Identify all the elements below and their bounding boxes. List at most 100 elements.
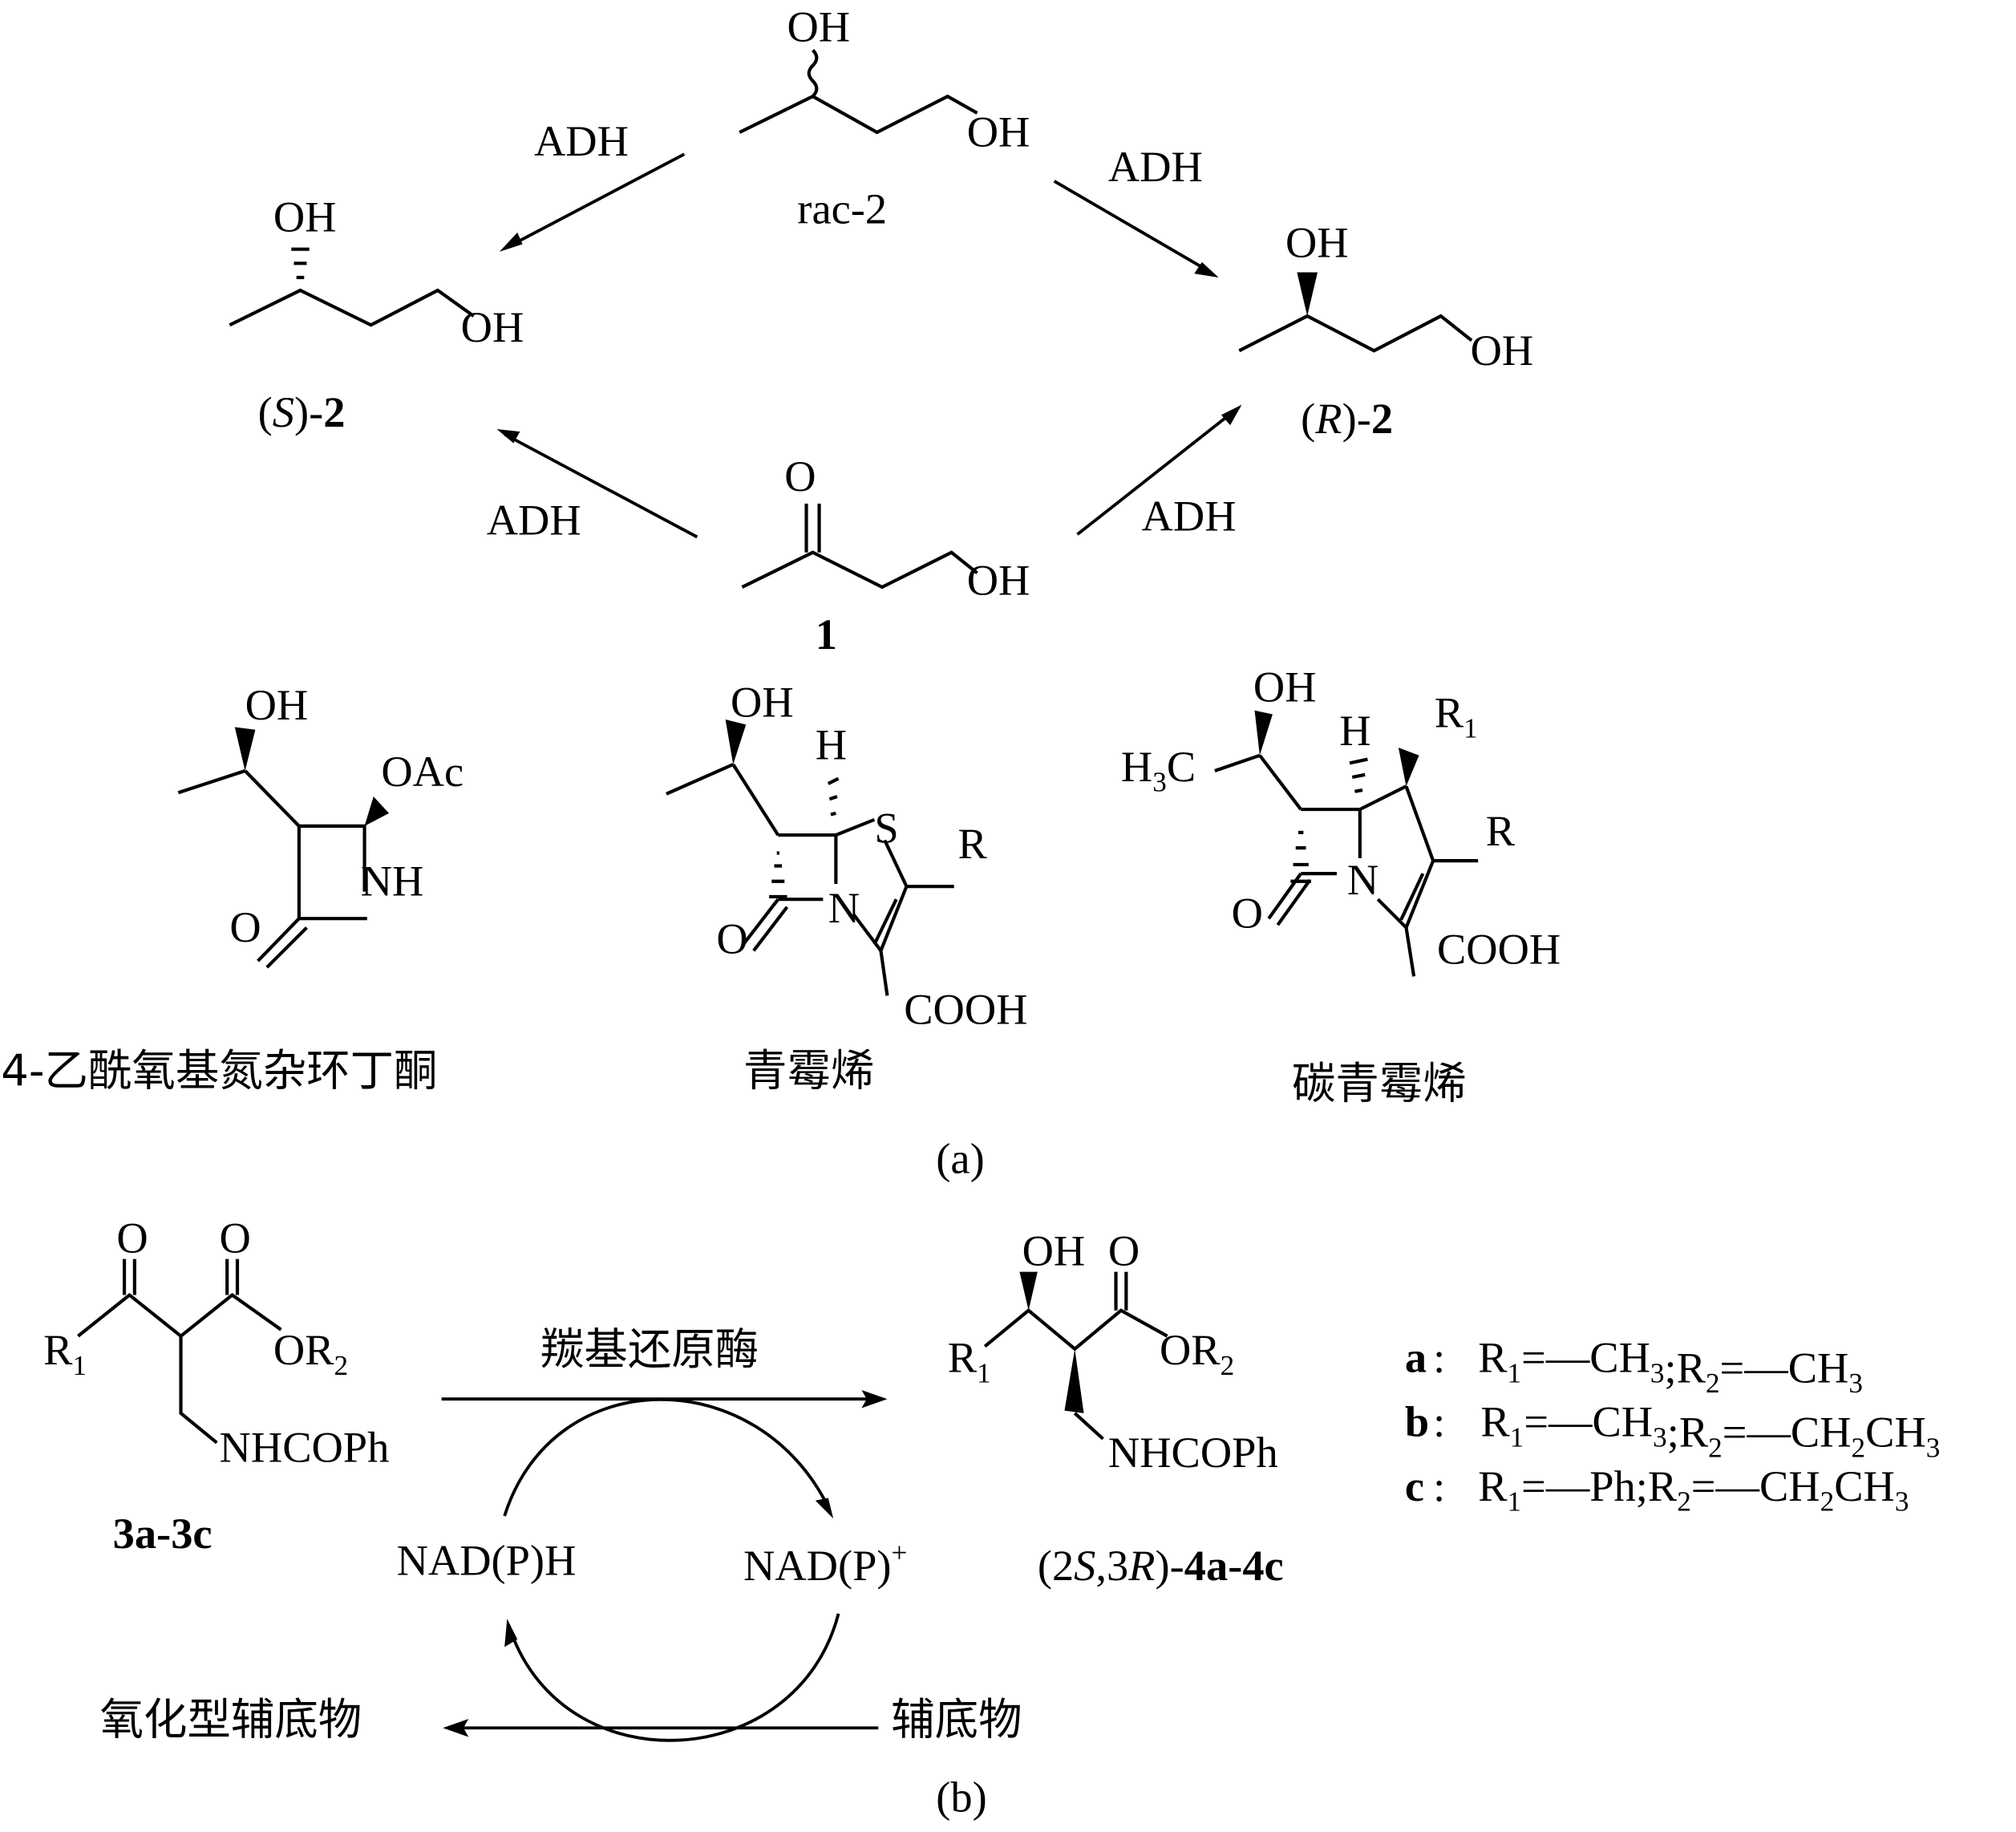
solid-wedge [364,796,389,826]
compound-label: 1 [816,610,837,659]
bond-chain [983,1308,1168,1352]
arrowhead [504,1619,518,1648]
variant-key: b [1405,1397,1429,1446]
solid-wedge [1398,748,1419,787]
molecule-penem: OH H S R N O COOH 青霉烯 [666,678,1028,1096]
hashed-wedge [291,247,310,280]
compound-name: 4-乙酰氧基氮杂环丁酮 [1,1044,437,1096]
bond-chain [739,94,978,135]
bond-chain [741,550,978,590]
compound-label: rac-2 [797,184,887,233]
arrow-1-to-s2: ADH [487,428,698,544]
solid-wedge [725,719,747,765]
hashed-wedge [827,776,840,817]
atom-label: O [116,1214,148,1263]
atom-label: R1 [948,1333,991,1389]
atom-label: H [1339,706,1370,755]
atom-label: H3C [1121,742,1196,798]
solid-wedge [1064,1348,1084,1413]
compound-name: 碳青霉烯 [1292,1057,1467,1109]
atom-label: O [784,452,816,501]
variant-colon: : [1433,1461,1445,1510]
variant-formula: R1=—CH3;R2=—CH3 [1478,1333,1863,1400]
arrow-1-to-r2: ADH [1076,404,1242,540]
panel-a: OH OH rac-2 OH OH (S)-2 OH OH (R)-2 [1,2,1561,1182]
atom-label: R1 [43,1325,87,1381]
variant-formula: R1=—Ph;R2=—CH2CH3 [1478,1461,1909,1518]
molecule-1: O OH 1 [741,452,1030,659]
molecule-azetidinone: OH OAc NH O 4-乙酰氧基氮杂环丁酮 [1,680,464,1096]
ring-bond [297,825,367,921]
ring-bond [298,824,366,892]
atom-label: OH [461,302,524,351]
atom-label: R [958,819,988,868]
atom-label: OH [273,192,337,241]
atom-label: O [1232,888,1263,937]
molecule-rac-2: OH OH rac-2 [739,2,1030,233]
atom-label: OH [1471,326,1534,375]
atom-label: S [874,804,898,853]
solid-wedge [1254,710,1273,756]
arrowhead [815,1498,834,1519]
cosubstrate-label: 辅底物 [891,1693,1022,1745]
atom-label: NHCOPh [220,1423,390,1472]
arrow-carbonyl-reductase: 羰基还原酶 [441,1323,888,1408]
enzyme-label: 羰基还原酶 [540,1323,759,1375]
atom-label: OH [1285,217,1349,266]
arrow-cosubstrate: 氧化型辅底物 辅底物 [100,1693,1022,1745]
solid-wedge [1019,1271,1038,1311]
variant-b: b : R1=—CH3;R2=—CH2CH3 [1405,1397,1940,1464]
atom-label: NH [361,856,424,905]
variant-legend: a : R1=—CH3;R2=—CH3 b : R1=—CH3;R2=—CH2C… [1405,1333,1940,1518]
atom-label: OH [245,680,309,729]
solid-wedge [234,727,256,772]
atom-label: N [1347,855,1378,904]
compound-label: (2S,3R)-4a-4c [1038,1541,1284,1590]
cofactor-reduced: NAD(P)H [397,1536,577,1585]
atom-label: O [229,902,261,951]
atom-label: OR2 [273,1325,348,1381]
cofactor-oxidized: NAD(P)+ [743,1538,907,1590]
variant-key: c [1405,1461,1424,1510]
atom-label: O [716,914,747,963]
enzyme-label: ADH [1108,142,1203,191]
atom-label: R1 [1435,688,1478,744]
oxidized-cosubstrate-label: 氧化型辅底物 [100,1693,362,1745]
arc-bottom [509,1613,840,1742]
compound-label: (R)-2 [1301,394,1393,443]
enzyme-label: ADH [1142,491,1237,540]
arrow-rac2-to-s2: ADH [499,116,686,252]
molecule-s-2: OH OH (S)-2 [229,192,524,436]
molecule-r-2: OH OH (R)-2 [1238,217,1534,443]
variant-formula: R1=—CH3;R2=—CH2CH3 [1480,1397,1940,1464]
hashed-wedge [1349,757,1368,793]
atom-label: N [828,883,860,932]
atom-label: NHCOPh [1108,1428,1278,1477]
atom-label: COOH [1437,924,1561,973]
arc-top [503,1397,832,1517]
bond-chain [1238,314,1473,353]
atom-label: OH [967,556,1030,605]
atom-label: COOH [904,985,1027,1034]
variant-a: a : R1=—CH3;R2=—CH3 [1405,1333,1863,1400]
panel-b: O O R1 OR2 NHCOPh 3a-3c 羰基还原酶 NAD(P)H NA… [43,1214,1940,1822]
atom-label: OR2 [1160,1325,1234,1381]
arrow-rac2-to-r2: ADH [1053,142,1219,278]
panel-caption: (a) [936,1133,984,1182]
solid-wedge [1297,272,1318,317]
variant-colon: : [1433,1333,1445,1382]
bond-chain [179,1335,218,1445]
molecule-3a-3c: O O R1 OR2 NHCOPh 3a-3c [43,1214,389,1558]
variant-c: c : R1=—Ph;R2=—CH2CH3 [1405,1461,1909,1518]
atom-label: OH [1253,663,1317,711]
cofactor-cycle: NAD(P)H NAD(P)+ [397,1397,907,1742]
variant-key: a [1405,1333,1427,1382]
atom-label: OH [967,107,1030,156]
bond-chain [77,1292,282,1339]
atom-label: O [220,1214,251,1263]
enzyme-label: ADH [487,495,581,544]
compound-label: (S)-2 [258,387,346,436]
atom-label: OH [1022,1226,1086,1275]
molecule-4a-4c: OH O R1 OR2 NHCOPh (2S,3R)-4a-4c [948,1226,1284,1590]
